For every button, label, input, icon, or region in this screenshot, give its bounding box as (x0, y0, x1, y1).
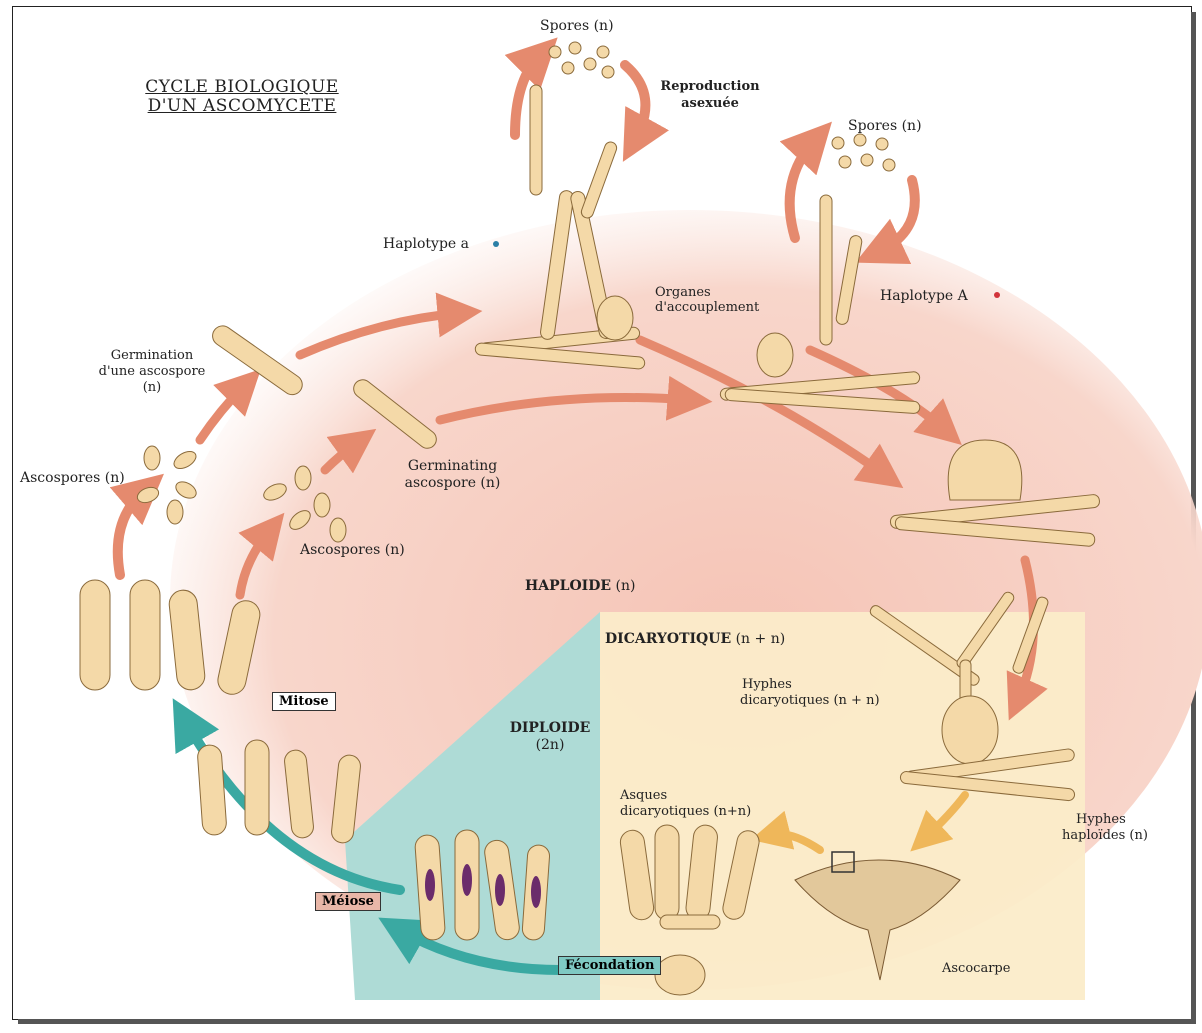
reproduction-line-1: Reproduction (655, 78, 765, 95)
mitose-box: Mitose (272, 692, 336, 711)
label-ascospores-left: Ascospores (n) (20, 470, 125, 487)
organes-line-1: Organes (655, 285, 759, 300)
germinating-line-1: Germinating (395, 458, 510, 475)
haploide-name: HAPLOIDE (525, 578, 611, 594)
diploide-ploidy: (2n) (495, 737, 605, 754)
haploide-ploidy: (n) (615, 578, 635, 594)
arrow-asci-to-ascospores (118, 490, 145, 575)
diagram-title: CYCLE BIOLOGIQUE D'UN ASCOMYCETE (132, 78, 352, 116)
asexual-spores-a (549, 42, 614, 78)
reproduction-line-2: asexuée (655, 95, 765, 112)
label-reproduction-asexuee: Reproduction asexuée (655, 78, 765, 112)
label-asques: Asques dicaryotiques (n+n) (620, 788, 751, 820)
label-ascospores-mid: Ascospores (n) (300, 542, 405, 559)
hyphes-dic-line-1: Hyphes (740, 677, 880, 693)
diploide-name: DIPLOIDE (495, 720, 605, 737)
mating-organ-a (597, 296, 633, 340)
label-spores-top: Spores (n) (540, 18, 614, 35)
hyphes-dic-line-2: dicaryotiques (n + n) (740, 693, 880, 709)
asques-line-1: Asques (620, 788, 751, 804)
label-haplotype-a: Haplotype a (383, 236, 469, 253)
organes-line-2: d'accouplement (655, 300, 759, 315)
label-ascocarpe: Ascocarpe (942, 960, 1010, 977)
dicaryotique-ploidy: (n + n) (736, 631, 786, 647)
fecondation-box: Fécondation (558, 956, 661, 975)
hyphes-hap-line-2: haploïdes (n) (1062, 828, 1148, 844)
label-dicaryotique: DICARYOTIQUE (n + n) (605, 631, 785, 648)
asexual-spores-A (832, 134, 895, 171)
meiose-box: Méiose (315, 892, 381, 911)
germination-line-2: d'une ascospore (92, 364, 212, 380)
asques-line-2: dicaryotiques (n+n) (620, 804, 751, 820)
dicaryotique-name: DICARYOTIQUE (605, 631, 731, 647)
germination-line-3: (n) (92, 380, 212, 396)
label-hyphes-haploides: Hyphes haploïdes (n) (1062, 812, 1148, 844)
germinating-line-2: ascospore (n) (395, 475, 510, 492)
label-haploide: HAPLOIDE (n) (525, 578, 635, 595)
label-germinating: Germinating ascospore (n) (395, 458, 510, 492)
title-line-2: D'UN ASCOMYCETE (132, 97, 352, 116)
germination-line-1: Germination (92, 348, 212, 364)
label-diploide: DIPLOIDE (2n) (495, 720, 605, 754)
label-spores-right: Spores (n) (848, 118, 922, 135)
title-line-1: CYCLE BIOLOGIQUE (132, 78, 352, 97)
label-organes: Organes d'accouplement (655, 285, 759, 315)
mating-organ-A (757, 333, 793, 377)
label-haplotype-A: Haplotype A (880, 288, 968, 305)
label-hyphes-dicaryotiques: Hyphes dicaryotiques (n + n) (740, 677, 880, 709)
hyphes-hap-line-1: Hyphes (1062, 812, 1148, 828)
label-germination: Germination d'une ascospore (n) (92, 348, 212, 396)
arrow-asexual-down-a (625, 65, 645, 140)
